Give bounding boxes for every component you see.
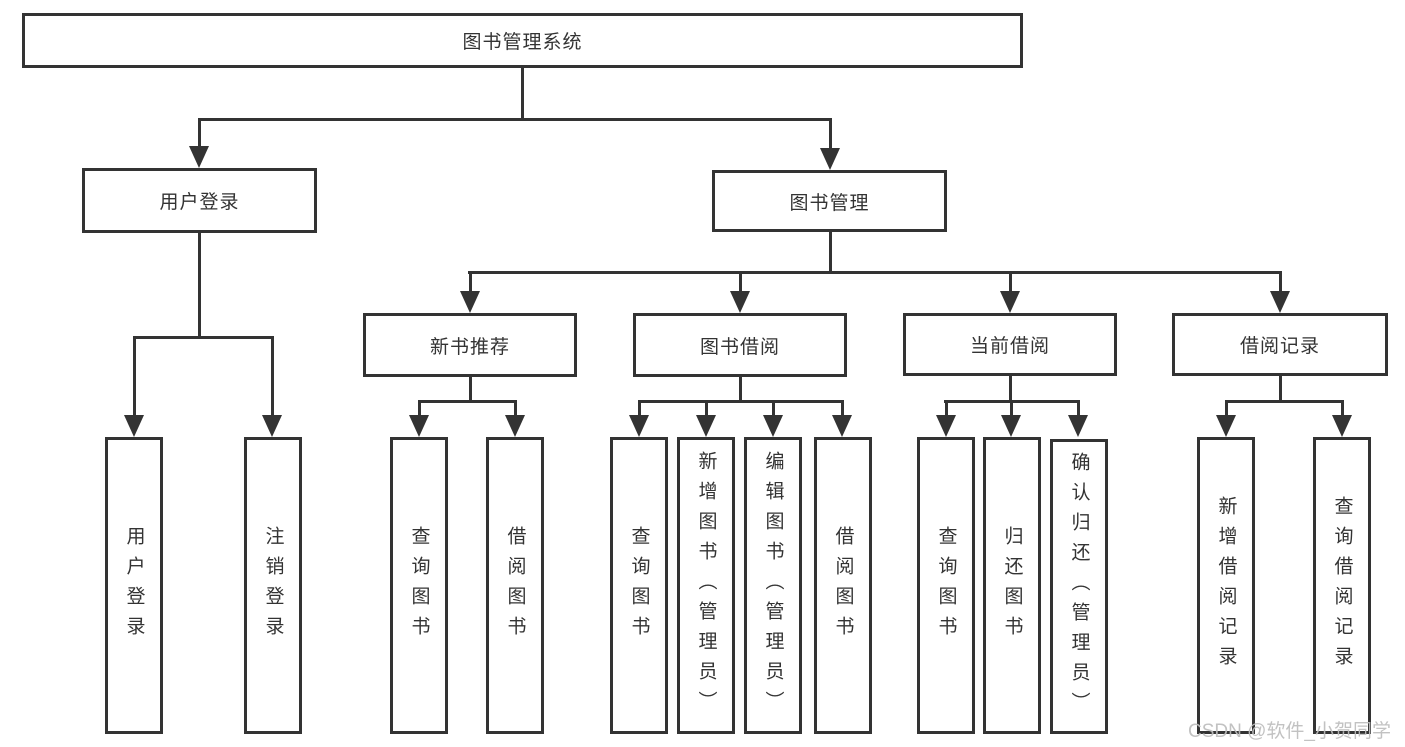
connector-root-stem [521, 68, 524, 118]
connector-leaf-stem [638, 400, 641, 415]
leaf-edit-book-admin-label: 编辑图书（管理员） [762, 450, 784, 721]
leaf-user-login: 用户登录 [105, 437, 163, 734]
node-user-login: 用户登录 [82, 168, 317, 233]
connector-leaf-stem [841, 400, 844, 415]
connector-new-book-arrow-stem [469, 271, 472, 291]
arrowhead [1332, 415, 1352, 437]
leaf-confirm-return-admin-label: 确认归还（管理员） [1068, 451, 1090, 722]
node-root: 图书管理系统 [22, 13, 1023, 68]
connector-leaf-user-login-stem [133, 336, 136, 415]
connector-current-borrow-arrow-stem [1009, 271, 1012, 291]
leaf-query-books-borrow-label: 查询图书 [628, 525, 650, 646]
leaf-query-books-recommend: 查询图书 [390, 437, 448, 734]
csdn-watermark: CSDN @软件_小贺同学 [1188, 721, 1391, 742]
connector-book-borrow-arrow-stem [739, 271, 742, 291]
node-borrow-records-label: 借阅记录 [1239, 336, 1320, 357]
leaf-add-borrow-record: 新增借阅记录 [1197, 437, 1255, 734]
connector-leaf-stem [705, 400, 708, 415]
arrowhead [1216, 415, 1236, 437]
arrowhead [1001, 415, 1021, 437]
connector-leaf-logout-stem [271, 336, 274, 415]
connector-borrow-records-stem [1279, 376, 1282, 403]
arrowhead [696, 415, 716, 437]
arrowhead [730, 291, 750, 313]
arrowhead [832, 415, 852, 437]
leaf-borrow-books-recommend-label: 借阅图书 [504, 525, 526, 646]
connector-level1-split [198, 118, 831, 121]
leaf-borrow-books-label: 借阅图书 [832, 525, 854, 646]
connector-user-login-stem [198, 233, 201, 339]
connector-book-borrow-split [638, 400, 843, 403]
connector-book-management-stem [829, 232, 832, 274]
arrowhead [505, 415, 525, 437]
node-borrow-records: 借阅记录 [1172, 313, 1388, 376]
connector-new-book-split [418, 400, 517, 403]
leaf-query-borrow-record-label: 查询借阅记录 [1331, 495, 1353, 676]
connector-leaf-stem [514, 400, 517, 415]
connector-leaf-stem [1225, 400, 1228, 415]
connector-book-borrow-stem [739, 377, 742, 403]
arrowhead [1000, 291, 1020, 313]
leaf-user-login-label: 用户登录 [123, 525, 145, 646]
leaf-confirm-return-admin: 确认归还（管理员） [1050, 439, 1108, 734]
arrowhead [1270, 291, 1290, 313]
node-book-management-label: 图书管理 [789, 192, 870, 214]
connector-leaf-stem [1077, 400, 1080, 415]
leaf-add-book-admin-label: 新增图书（管理员） [695, 450, 717, 721]
arrowhead [460, 291, 480, 313]
connector-leaf-stem [945, 400, 948, 415]
node-book-borrow-label: 图书借阅 [699, 336, 780, 358]
leaf-logout: 注销登录 [244, 437, 302, 734]
node-current-borrow: 当前借阅 [903, 313, 1117, 376]
leaf-borrow-books: 借阅图书 [814, 437, 872, 734]
arrowhead [936, 415, 956, 437]
node-root-label: 图书管理系统 [462, 32, 583, 53]
connector-leaf-stem [1341, 400, 1344, 415]
node-current-borrow-label: 当前借阅 [969, 336, 1050, 357]
arrowhead [409, 415, 429, 437]
connector-leaf-stem [772, 400, 775, 415]
arrowhead [763, 415, 783, 437]
connector-new-book-stem [469, 377, 472, 403]
node-book-borrow: 图书借阅 [633, 313, 847, 377]
arrowhead [124, 415, 144, 437]
connector-borrow-records-arrow-stem [1279, 271, 1282, 291]
leaf-query-books-recommend-label: 查询图书 [408, 525, 430, 646]
leaf-return-book: 归还图书 [983, 437, 1041, 734]
leaf-add-borrow-record-label: 新增借阅记录 [1215, 495, 1237, 676]
leaf-logout-label: 注销登录 [262, 525, 284, 646]
arrowhead [1068, 415, 1088, 437]
leaf-return-book-label: 归还图书 [1001, 525, 1023, 646]
arrowhead [262, 415, 282, 437]
leaf-query-books-borrow: 查询图书 [610, 437, 668, 734]
leaf-edit-book-admin: 编辑图书（管理员） [744, 437, 802, 734]
node-new-book-recommend-label: 新书推荐 [429, 336, 510, 358]
connector-level3-split [468, 271, 1282, 274]
leaf-borrow-books-recommend: 借阅图书 [486, 437, 544, 734]
connector-user-login-split [133, 336, 274, 339]
connector-book-management-arrow-stem [829, 118, 832, 148]
node-user-login-label: 用户登录 [159, 192, 240, 213]
connector-leaf-stem [1010, 400, 1013, 415]
leaf-query-borrow-record: 查询借阅记录 [1313, 437, 1371, 734]
connector-current-borrow-stem [1009, 376, 1012, 403]
arrowhead [820, 148, 840, 170]
node-book-management: 图书管理 [712, 170, 947, 232]
node-new-book-recommend: 新书推荐 [363, 313, 577, 377]
leaf-add-book-admin: 新增图书（管理员） [677, 437, 735, 734]
leaf-query-books-current-label: 查询图书 [935, 525, 957, 646]
connector-borrow-records-split [1225, 400, 1344, 403]
arrowhead [629, 415, 649, 437]
leaf-query-books-current: 查询图书 [917, 437, 975, 734]
arrowhead [189, 146, 209, 168]
connector-user-login-arrow-stem [198, 118, 201, 146]
connector-leaf-stem [418, 400, 421, 415]
